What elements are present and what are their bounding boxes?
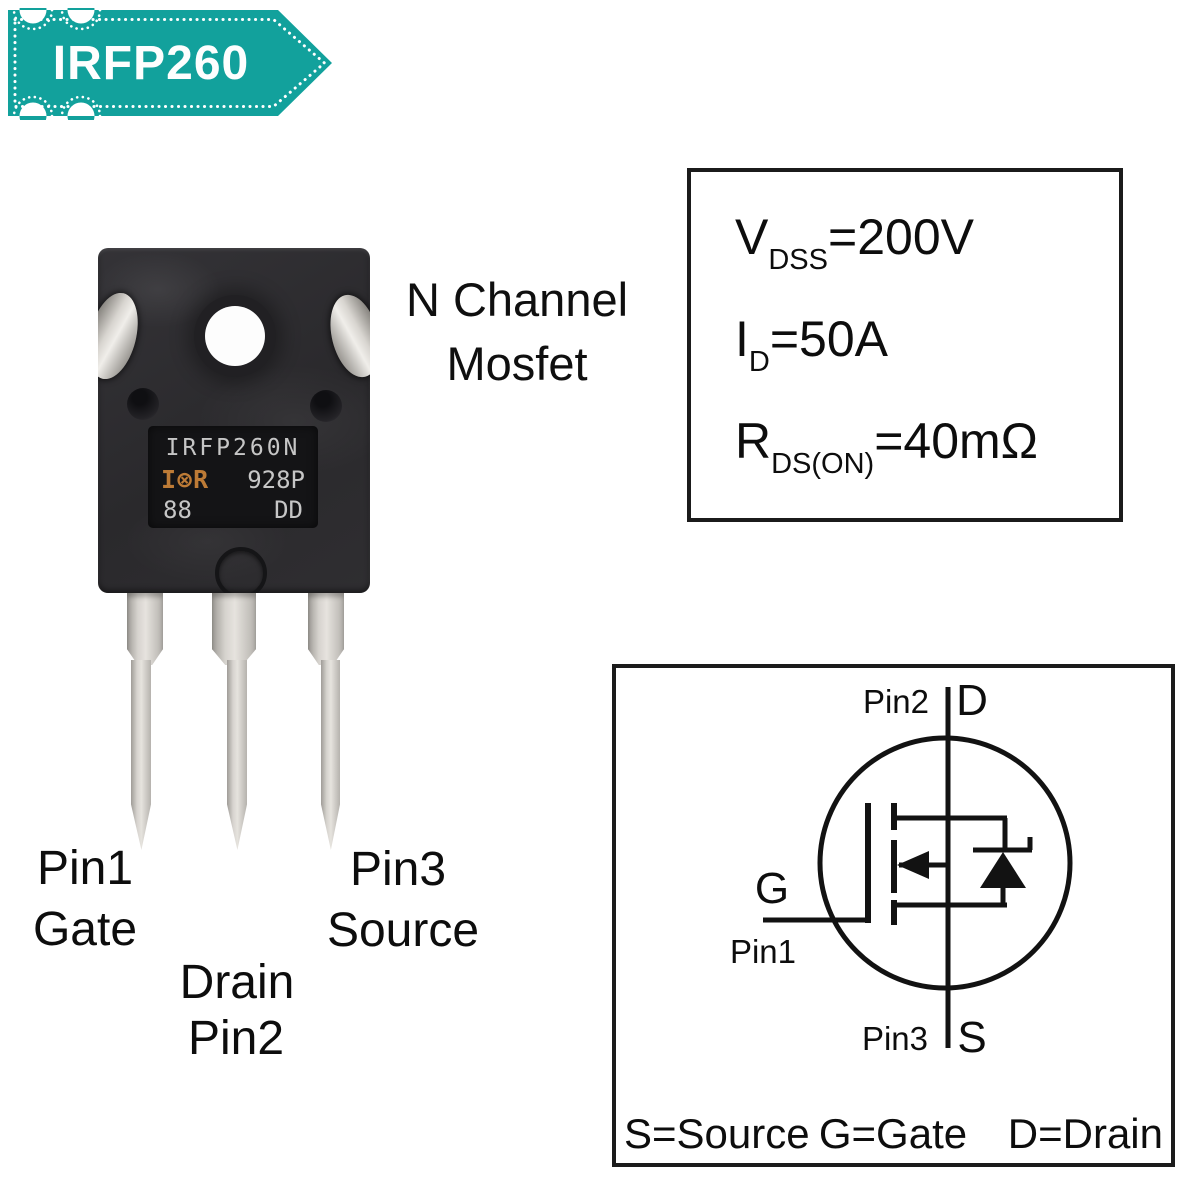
spec-vdss: VDSS=200V	[735, 208, 974, 277]
mold-indent-right	[310, 390, 342, 422]
transistor-circle	[817, 735, 1073, 991]
chip-part-number: IRFP260N	[165, 435, 301, 461]
spec-vdss-symbol: V	[735, 209, 769, 265]
leg-source-pin	[321, 660, 340, 850]
schematic-d-label: D	[956, 676, 988, 725]
schematic-pin1-label: Pin1	[730, 933, 796, 970]
pin2-label: Pin2	[187, 1012, 285, 1065]
schematic-box: Pin2 D G Pin1 Pin3 S S=Source G=Gate D=D…	[612, 664, 1175, 1167]
spec-id: ID=50A	[735, 310, 888, 379]
schematic-s-label: S	[957, 1013, 986, 1062]
spec-box: VDSS=200V ID=50A RDS(ON)=40mΩ	[687, 168, 1123, 522]
spec-id-symbol: I	[735, 311, 749, 367]
metal-corner-left	[98, 287, 146, 385]
spec-rdson-symbol: R	[735, 413, 772, 469]
spec-rdson: RDS(ON)=40mΩ	[735, 412, 1038, 481]
ribbon-notch-dots	[12, 8, 102, 120]
pin3-label: Pin3	[349, 843, 447, 896]
leg-drain-shoulder	[212, 593, 256, 665]
chip-marking-plate: IRFP260N I⊗R 928P 88 DD	[148, 426, 318, 528]
ribbon-dotted-border	[13, 18, 327, 108]
leg-source-shoulder	[308, 593, 344, 665]
gate-label: Gate	[32, 903, 138, 956]
source-label: Source	[326, 904, 480, 957]
body-diode	[973, 818, 1033, 905]
chip-date-code: 928P	[247, 466, 305, 494]
schematic-pin2-label: Pin2	[863, 683, 929, 720]
part-number-ribbon: IRFP260	[8, 8, 332, 120]
chip-lot-code-2: DD	[274, 496, 303, 524]
headline-line2: Mosfet	[446, 337, 588, 390]
leg-drain-pin	[227, 660, 247, 850]
legend-drain: D=Drain	[1008, 1110, 1163, 1157]
schematic-g-label: G	[755, 864, 789, 913]
schematic-pin3-label: Pin3	[862, 1020, 928, 1057]
transistor-body: IRFP260N I⊗R 928P 88 DD	[98, 248, 370, 593]
pin1-label: Pin1	[36, 842, 134, 895]
bottom-notch	[215, 547, 267, 593]
mold-indent-left	[127, 388, 159, 420]
spec-id-value: =50A	[769, 311, 889, 367]
spec-vdss-subscript: DSS	[768, 244, 828, 276]
spec-rdson-subscript: DS(ON)	[771, 448, 875, 480]
body-arrow	[897, 851, 929, 879]
ir-logo: I⊗R	[161, 465, 210, 494]
chip-lot-code-1: 88	[163, 496, 192, 524]
leg-gate-pin	[131, 660, 151, 850]
mounting-hole	[205, 306, 265, 366]
spec-rdson-value: =40mΩ	[874, 413, 1039, 469]
spec-id-subscript: D	[748, 346, 770, 378]
spec-vdss-value: =200V	[828, 209, 974, 265]
legend-gate: G=Gate	[819, 1110, 967, 1157]
metal-corner-right	[322, 289, 370, 383]
headline: N Channel Mosfet	[406, 268, 628, 396]
mosfet-schematic: Pin2 D G Pin1 Pin3 S S=Source G=Gate D=D…	[624, 676, 1163, 1157]
legend-source: S=Source	[624, 1110, 810, 1157]
headline-line1: N Channel	[405, 273, 629, 326]
drain-label: Drain	[179, 956, 295, 1009]
part-number-text: IRFP260	[53, 37, 249, 90]
ribbon-shape	[8, 8, 332, 120]
leg-gate-shoulder	[127, 593, 163, 665]
